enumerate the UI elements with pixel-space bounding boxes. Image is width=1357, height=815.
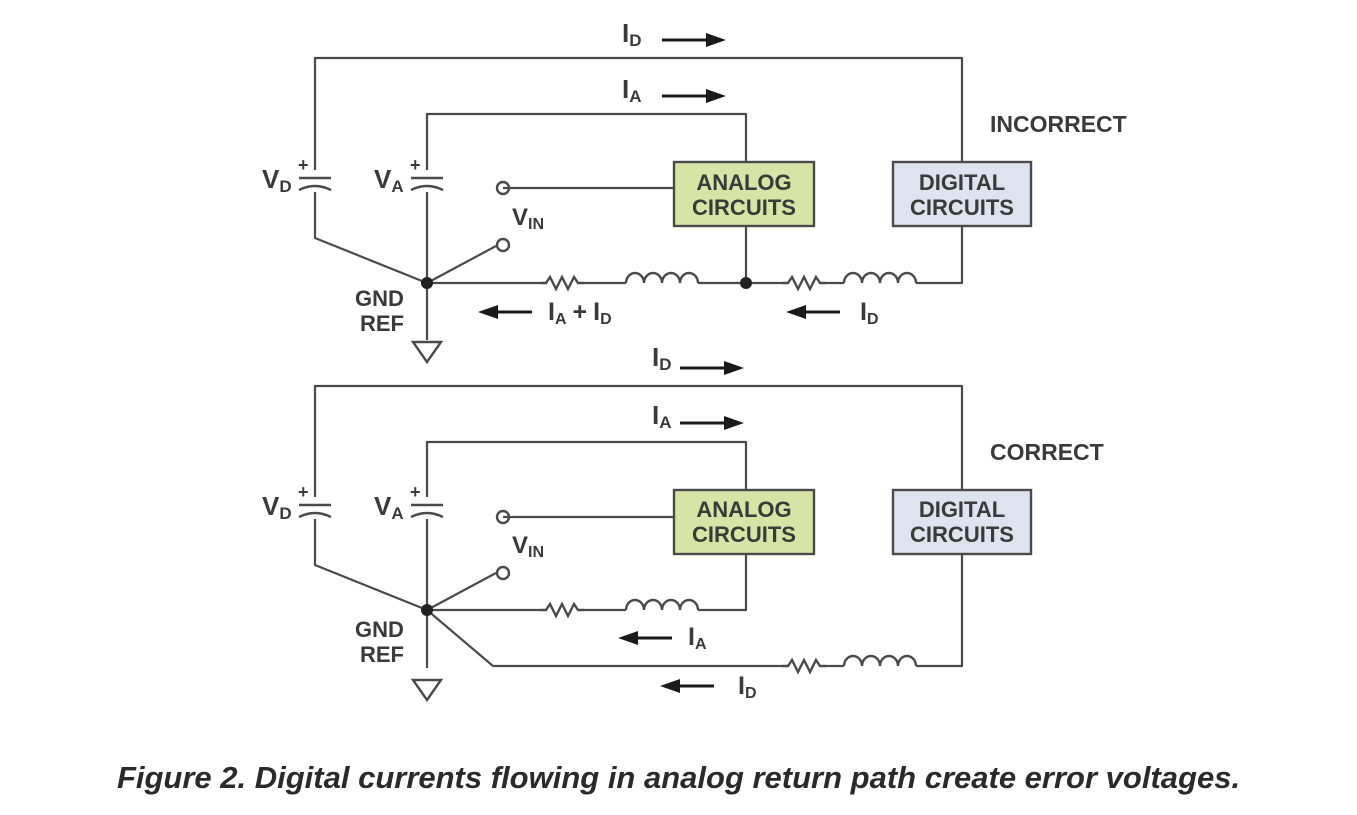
digital-return-arrow xyxy=(786,305,840,319)
svg-text:CIRCUITS: CIRCUITS xyxy=(692,522,796,547)
gnd-node xyxy=(421,277,433,289)
top-current-arrow xyxy=(662,33,726,47)
gnd-label-line2: REF xyxy=(360,311,404,336)
svg-text:CIRCUITS: CIRCUITS xyxy=(910,195,1014,220)
return-current-label: IA+ID xyxy=(548,298,612,328)
return-current-arrow xyxy=(478,305,532,319)
svg-text:ANALOG: ANALOG xyxy=(696,170,791,195)
svg-text:ANALOG: ANALOG xyxy=(696,497,791,522)
vin-terminal xyxy=(495,509,511,525)
analog-current-label: IA xyxy=(652,400,672,432)
correct-panel: CORRECT ID IA + xyxy=(262,342,1104,702)
va-label: VA xyxy=(374,491,404,523)
vd-label: VD xyxy=(262,491,292,523)
inductor-digital xyxy=(842,654,918,668)
grounding-diagram: INCORRECT ID IA xyxy=(262,18,1127,702)
ground-symbol xyxy=(411,678,443,702)
resistor-2 xyxy=(780,275,828,291)
inductor-1 xyxy=(624,271,700,285)
vin-return-terminal xyxy=(495,565,511,581)
inductor-2 xyxy=(842,271,918,285)
top-current-label: ID xyxy=(622,18,642,50)
analog-current-arrow xyxy=(680,416,744,430)
digital-return-label: ID xyxy=(860,298,879,328)
ground-symbol xyxy=(411,340,443,364)
resistor-1 xyxy=(538,275,586,291)
analog-circuits-box: ANALOG CIRCUITS xyxy=(672,488,816,556)
svg-text:+: + xyxy=(410,482,421,502)
analog-circuits-box: ANALOG CIRCUITS xyxy=(672,160,816,228)
svg-text:+: + xyxy=(298,482,309,502)
gnd-label-line2: REF xyxy=(360,642,404,667)
analog-return-arrow xyxy=(618,631,672,645)
svg-text:CIRCUITS: CIRCUITS xyxy=(692,195,796,220)
vd-capacitor: + xyxy=(298,482,332,519)
inductor-analog xyxy=(624,598,700,612)
va-capacitor: + xyxy=(410,482,444,519)
figure-caption: Figure 2. Digital currents flowing in an… xyxy=(116,760,1241,795)
top-current-label: ID xyxy=(652,342,672,374)
analog-current-arrow xyxy=(662,89,726,103)
junction-node xyxy=(740,277,752,289)
svg-text:CIRCUITS: CIRCUITS xyxy=(910,522,1014,547)
wiring xyxy=(313,56,964,340)
svg-text:DIGITAL: DIGITAL xyxy=(919,497,1005,522)
digital-circuits-box: DIGITAL CIRCUITS xyxy=(891,160,1033,228)
resistor-analog xyxy=(538,602,586,618)
incorrect-panel: INCORRECT ID IA xyxy=(262,18,1127,364)
vin-label: VIN xyxy=(512,532,544,561)
top-current-arrow xyxy=(680,361,744,375)
svg-text:+: + xyxy=(410,155,421,175)
gnd-label-line1: GND xyxy=(355,286,404,311)
vin-return-terminal xyxy=(495,237,511,253)
panel-title-correct: CORRECT xyxy=(990,439,1104,465)
va-label: VA xyxy=(374,164,404,196)
svg-text:+: + xyxy=(298,155,309,175)
va-capacitor: + xyxy=(410,155,444,192)
analog-current-label: IA xyxy=(622,74,642,106)
gnd-node xyxy=(421,604,433,616)
vin-label: VIN xyxy=(512,204,544,233)
panel-title-incorrect: INCORRECT xyxy=(990,111,1127,137)
vin-terminal xyxy=(495,180,511,196)
gnd-label-line1: GND xyxy=(355,617,404,642)
digital-return-arrow xyxy=(660,679,714,693)
vd-label: VD xyxy=(262,164,292,196)
svg-text:DIGITAL: DIGITAL xyxy=(919,170,1005,195)
vd-capacitor: + xyxy=(298,155,332,192)
analog-return-label: IA xyxy=(688,623,707,653)
digital-circuits-box: DIGITAL CIRCUITS xyxy=(891,488,1033,556)
resistor-digital xyxy=(780,658,828,674)
wiring xyxy=(313,384,964,668)
digital-return-label: ID xyxy=(738,672,757,702)
